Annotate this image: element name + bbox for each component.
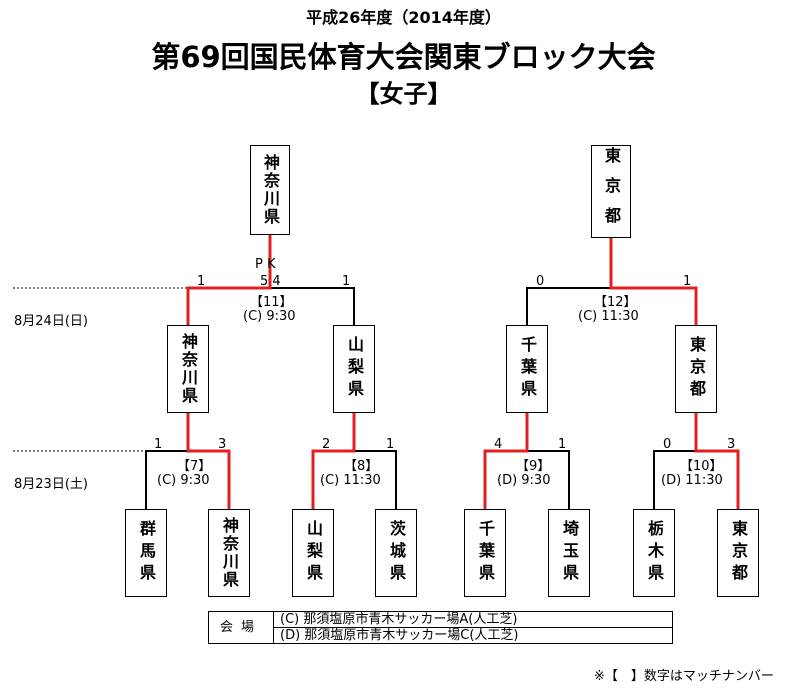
team-box-t1: 群馬県 <box>125 509 167 597</box>
team-box-w11: 神奈川県 <box>250 145 290 235</box>
match-time-m8: (C) 11:30 <box>320 473 381 488</box>
score-right-m11: 1 <box>342 274 351 289</box>
match-no-m12: 【12】 <box>594 295 637 310</box>
winner-line <box>311 413 356 509</box>
bracket-line <box>145 450 188 509</box>
winner-line <box>483 413 529 509</box>
bracket-line <box>270 287 355 325</box>
match-no-m9: 【9】 <box>516 459 551 474</box>
score-left-m7: 1 <box>154 437 163 452</box>
venue-label: 会場 <box>208 611 274 644</box>
score-left-m10: 0 <box>663 437 672 452</box>
bracket-line <box>653 450 696 509</box>
match-time-m12: (C) 11:30 <box>578 309 639 324</box>
winner-line <box>609 238 698 325</box>
bracket-line <box>354 450 397 509</box>
score-right-m10: 3 <box>727 437 736 452</box>
venue-c: (C) 那須塩原市青木サッカー場A(人工芝) <box>273 611 673 628</box>
team-box-t5: 千葉県 <box>464 509 506 597</box>
winner-line <box>186 413 231 509</box>
match-time-m11: (C) 9:30 <box>243 309 296 324</box>
team-box-w9: 千葉県 <box>506 325 548 413</box>
score-left-m9: 4 <box>494 437 503 452</box>
team-box-t7: 栃木県 <box>633 509 675 597</box>
team-box-t4: 茨城県 <box>375 509 417 597</box>
round-date-day2: 8月24日(日) <box>14 314 88 329</box>
score-right-m9: 1 <box>558 437 567 452</box>
match-no-m11: 【11】 <box>250 295 293 310</box>
score-left-m12: 0 <box>536 274 545 289</box>
match-no-m10: 【10】 <box>680 459 723 474</box>
team-box-t8: 東京都 <box>717 509 759 597</box>
score-left-m11: 1 <box>197 274 206 289</box>
venue-legend: 会場 (C) 那須塩原市青木サッカー場A(人工芝) (D) 那須塩原市青木サッカ… <box>208 611 673 644</box>
event-year: 平成26年度（2014年度） <box>306 8 501 27</box>
round-date-day1: 8月23日(土) <box>14 477 88 492</box>
score-right-m8: 1 <box>386 437 395 452</box>
event-title: 第69回国民体育大会関東ブロック大会 <box>151 40 656 74</box>
team-box-t3: 山梨県 <box>292 509 334 597</box>
score-left-m8: 2 <box>322 437 331 452</box>
bracket-line <box>526 287 611 325</box>
winner-line <box>186 235 272 325</box>
pk-score-m11: 5 4 <box>260 274 281 289</box>
footnote: ※【 】数字はマッチナンバー <box>594 669 774 684</box>
score-right-m12: 1 <box>683 274 692 289</box>
venue-d: (D) 那須塩原市青木サッカー場C(人工芝) <box>273 627 673 644</box>
pk-label: P K <box>255 257 276 272</box>
match-no-m8: 【8】 <box>344 459 379 474</box>
team-box-w10: 東京都 <box>675 325 717 413</box>
team-box-w12: 東京都 <box>591 145 631 238</box>
category-label: 【女子】 <box>355 80 452 108</box>
team-box-t6: 埼玉県 <box>548 509 590 597</box>
match-time-m7: (C) 9:30 <box>157 473 210 488</box>
team-box-w7: 神奈川県 <box>167 325 209 413</box>
team-box-t2: 神奈川県 <box>208 509 250 597</box>
match-time-m10: (D) 11:30 <box>661 473 723 488</box>
score-right-m7: 3 <box>218 437 227 452</box>
bracket-line <box>527 450 570 509</box>
match-time-m9: (D) 9:30 <box>497 473 551 488</box>
match-no-m7: 【7】 <box>177 459 212 474</box>
team-box-w8: 山梨県 <box>333 325 375 413</box>
winner-line <box>694 413 740 509</box>
